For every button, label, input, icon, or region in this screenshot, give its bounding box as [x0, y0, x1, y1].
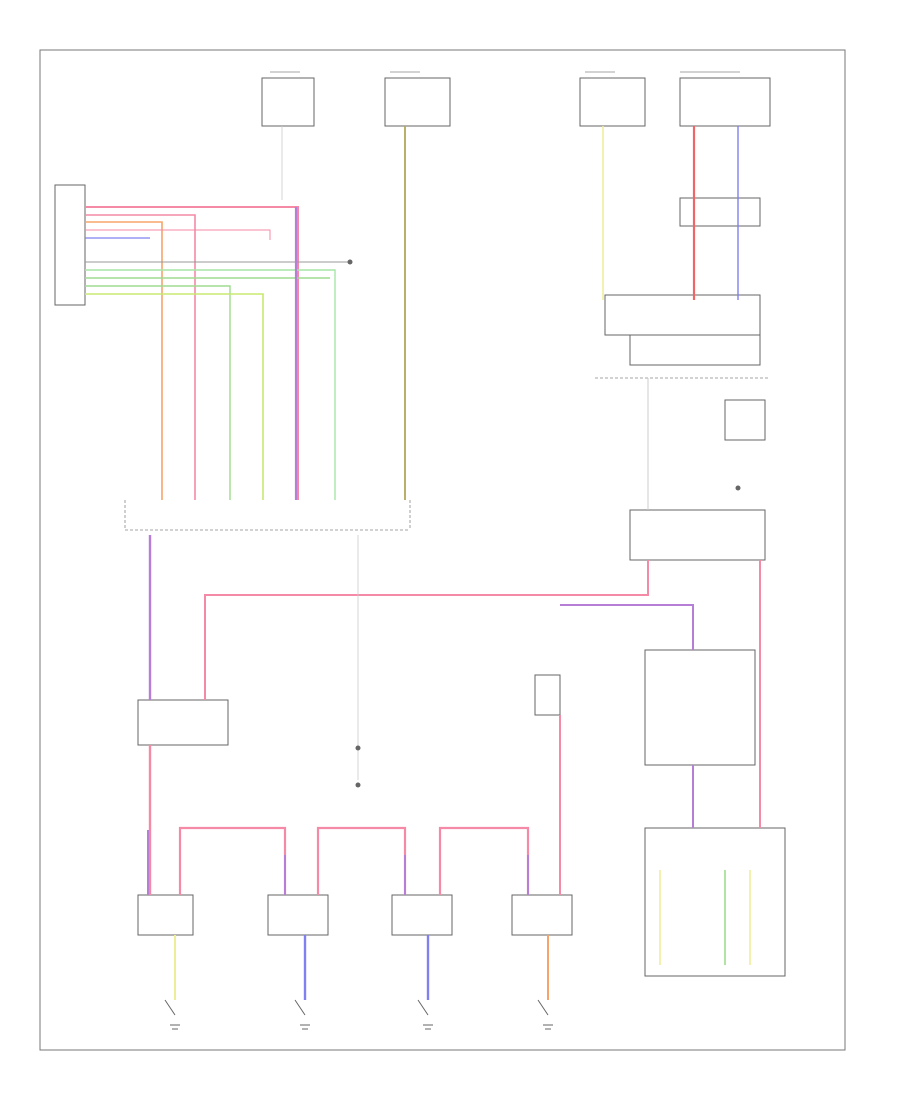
- main-connector-row: [124, 500, 411, 531]
- relay-module: [595, 197, 770, 379]
- ground-icon-3: [417, 999, 433, 1030]
- airbag-ecu-connector: [54, 184, 86, 306]
- junction-dot-2: [347, 259, 353, 265]
- wire-loop-1: [178, 826, 287, 895]
- wire-pink-2: [85, 214, 196, 500]
- ground-icon-1: [164, 999, 180, 1030]
- wire-loop-2: [316, 826, 407, 895]
- ground-icon-4: [537, 999, 553, 1030]
- occupant-sensor: [724, 399, 766, 441]
- wire-pink-4: [85, 229, 271, 240]
- right-tall-module: [644, 649, 756, 766]
- seat-sensor-1: [137, 894, 194, 936]
- junction-dot-4: [355, 782, 361, 788]
- lower-right-module: [644, 827, 786, 977]
- top-fuse-box-2: [384, 71, 451, 127]
- diagram-border: [39, 49, 846, 1051]
- seat-sensor-2: [267, 894, 329, 936]
- seat-sensor-4: [511, 894, 573, 936]
- wire-pink-top-loop: [204, 560, 649, 700]
- wire-gray-2: [85, 269, 336, 500]
- control-unit: [629, 509, 766, 561]
- wire-yellowgreen: [85, 293, 264, 500]
- wire-pink-1: [85, 206, 299, 500]
- lower-left-module: [137, 699, 229, 746]
- wire-violet-right: [560, 604, 694, 650]
- wire-pink-3: [85, 221, 163, 500]
- top-fuse-box-4: [679, 71, 771, 127]
- top-fuse-box-1: [261, 71, 315, 127]
- junction-dot-1: [355, 745, 361, 751]
- center-connector: [534, 674, 561, 716]
- seat-sensor-3: [391, 894, 453, 936]
- junction-dot-3: [735, 485, 741, 491]
- wire-loop-3: [438, 826, 530, 895]
- top-fuse-box-3: [579, 71, 646, 127]
- wire-green-2: [85, 285, 231, 500]
- ground-icon-2: [294, 999, 310, 1030]
